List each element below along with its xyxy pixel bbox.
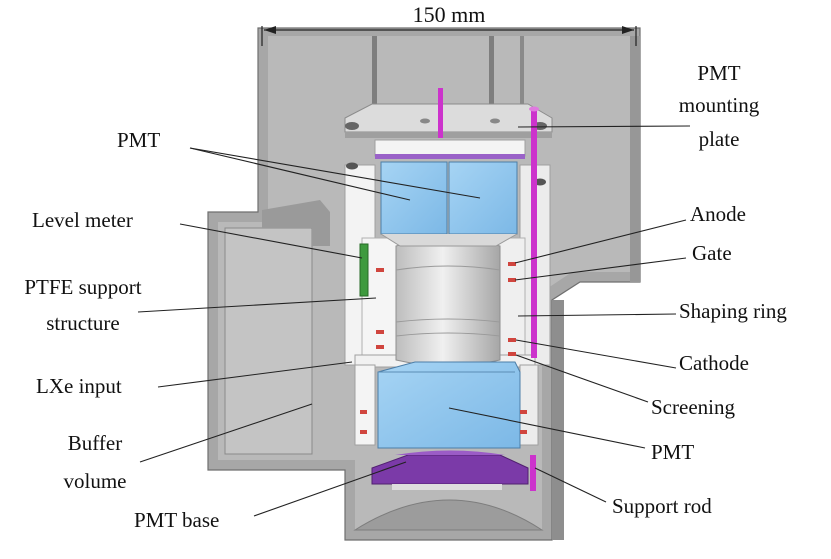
label-pmt-top: PMT bbox=[117, 128, 160, 152]
label-ptfe-support-line1: PTFE support bbox=[24, 275, 141, 299]
buffer-volume-cavity bbox=[224, 227, 313, 455]
label-pmt-mounting-plate-line2: mounting bbox=[679, 93, 760, 117]
upper-rods bbox=[372, 36, 524, 126]
rod bbox=[438, 88, 443, 138]
label-gate: Gate bbox=[692, 241, 732, 265]
label-pmt-mounting-plate-line3: plate bbox=[699, 127, 740, 151]
level-meter bbox=[359, 243, 369, 297]
rod bbox=[530, 455, 536, 491]
anode-frame bbox=[508, 262, 516, 266]
rod bbox=[520, 36, 524, 116]
screening-frame bbox=[508, 352, 516, 356]
bottom-dome bbox=[353, 499, 544, 531]
pmt-base bbox=[371, 450, 529, 490]
pmt-cube bbox=[448, 161, 518, 235]
magenta-rods bbox=[438, 88, 539, 491]
right-wall-face bbox=[552, 300, 564, 540]
gate-frame bbox=[508, 278, 516, 282]
label-pmt-base: PMT base bbox=[134, 508, 219, 532]
vessel-step-shadow bbox=[262, 200, 330, 246]
top-pmt-array bbox=[380, 161, 518, 247]
label-pmt-mounting-plate-line1: PMT bbox=[697, 61, 740, 85]
label-screening: Screening bbox=[651, 395, 735, 419]
rod bbox=[372, 36, 377, 126]
electrodes bbox=[360, 262, 527, 434]
label-level-meter: Level meter bbox=[32, 208, 133, 232]
label-anode: Anode bbox=[690, 202, 746, 226]
labels: PMT PMT mounting plate Level meter Anode… bbox=[24, 61, 787, 532]
label-cathode: Cathode bbox=[679, 351, 749, 375]
label-buffer-volume-line1: Buffer bbox=[68, 431, 122, 455]
pmt-cube bbox=[380, 161, 448, 235]
label-pmt-bottom: PMT bbox=[651, 440, 694, 464]
rod bbox=[531, 108, 537, 358]
label-shaping-ring: Shaping ring bbox=[679, 299, 787, 323]
label-lxe-input: LXe input bbox=[36, 374, 122, 398]
cathode-frame bbox=[508, 338, 516, 342]
label-support-rod: Support rod bbox=[612, 494, 712, 518]
leader-lines bbox=[137, 125, 691, 517]
rod bbox=[489, 36, 494, 126]
dimension-150mm: 150 mm bbox=[261, 2, 637, 46]
pmt-mounting-plate bbox=[344, 103, 553, 138]
bottom-pmt bbox=[377, 361, 521, 449]
top-wall-right-face bbox=[630, 36, 640, 282]
dimension-label: 150 mm bbox=[413, 2, 486, 27]
label-ptfe-support-line2: structure bbox=[46, 311, 119, 335]
drift-cylinder bbox=[395, 238, 501, 367]
label-buffer-volume-line2: volume bbox=[64, 469, 127, 493]
